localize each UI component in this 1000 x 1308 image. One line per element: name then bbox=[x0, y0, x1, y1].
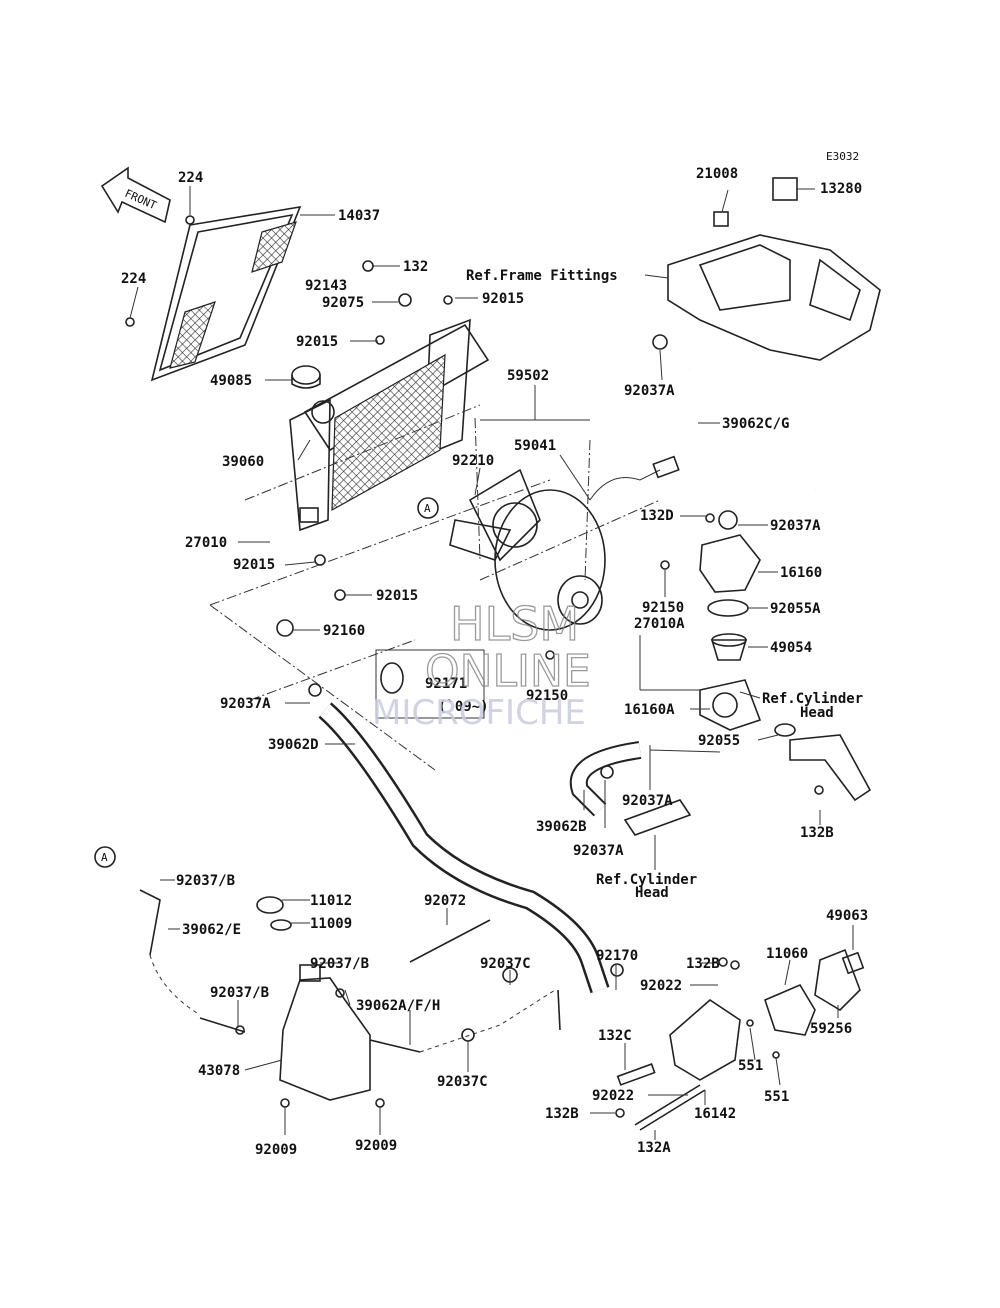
reserve-tank bbox=[256, 896, 371, 1101]
label-92055: 92055 bbox=[698, 733, 740, 749]
label-59256: 59256 bbox=[810, 1021, 852, 1037]
label-39062afh: 39062A/F/H bbox=[356, 998, 440, 1014]
label-551-b: 551 bbox=[764, 1089, 789, 1105]
label-92037c-2: 92037C bbox=[437, 1074, 488, 1090]
radiator-screen bbox=[150, 205, 302, 382]
label-92015-c: 92015 bbox=[233, 557, 275, 573]
label-92150-b: 92150 bbox=[526, 688, 568, 704]
label-132a: 132A bbox=[637, 1140, 671, 1156]
label-49085: 49085 bbox=[210, 373, 252, 389]
label-ref-cyl-2a: Ref.Cylinder bbox=[596, 872, 697, 888]
leader-lines bbox=[129, 186, 854, 1140]
label-132b-2: 132B bbox=[686, 956, 720, 972]
svg-text:MICROFICHE: MICROFICHE bbox=[372, 693, 586, 733]
ref-marker-a-2: A bbox=[94, 846, 116, 868]
label-21008: 21008 bbox=[696, 166, 738, 182]
label-92055a: 92055A bbox=[770, 601, 821, 617]
label-92037a-3: 92037A bbox=[770, 518, 821, 534]
label-92015-b: 92015 bbox=[296, 334, 338, 350]
label-27010: 27010 bbox=[185, 535, 227, 551]
label-11060: 11060 bbox=[766, 946, 808, 962]
label-132b-3: 132B bbox=[545, 1106, 579, 1122]
label-39060: 39060 bbox=[222, 454, 264, 470]
label-59041: 59041 bbox=[514, 438, 556, 454]
label-13280: 13280 bbox=[820, 181, 862, 197]
label-92037b-3: 92037/B bbox=[210, 985, 269, 1001]
svg-text:HLSM: HLSM bbox=[450, 597, 579, 651]
label-132d: 132D bbox=[640, 508, 674, 524]
label-11009: 11009 bbox=[310, 916, 352, 932]
label-92037a-5: 92037A bbox=[573, 843, 624, 859]
label-59502: 59502 bbox=[507, 368, 549, 384]
svg-text:A: A bbox=[424, 502, 431, 515]
thermostat-parts bbox=[699, 510, 796, 737]
label-ref-frame: Ref.Frame Fittings bbox=[466, 268, 618, 284]
label-92171: 92171 bbox=[425, 676, 467, 692]
radiator-cap bbox=[291, 365, 321, 389]
label-11012: 11012 bbox=[310, 893, 352, 909]
label-92022-a: 92022 bbox=[640, 978, 682, 994]
label-92075: 92075 bbox=[322, 295, 364, 311]
label-224-a: 224 bbox=[178, 170, 203, 186]
label-92170: 92170 bbox=[596, 948, 638, 964]
label-49054: 49054 bbox=[770, 640, 812, 656]
label-16160a: 16160A bbox=[624, 702, 675, 718]
front-arrow-icon: FRONT bbox=[100, 166, 171, 224]
label-16142: 16142 bbox=[694, 1106, 736, 1122]
ref-marker-a: A bbox=[417, 497, 439, 519]
svg-text:ONLINE: ONLINE bbox=[425, 646, 591, 697]
label-92015-d: 92015 bbox=[376, 588, 418, 604]
label-92037a-1: 92037A bbox=[220, 696, 271, 712]
label-14037: 14037 bbox=[338, 208, 380, 224]
label-132: 132 bbox=[403, 259, 428, 275]
part-labels: 224 14037 224 132 92143 92075 92015 9201… bbox=[121, 166, 868, 1158]
fan-assembly bbox=[449, 455, 680, 631]
label-92037c-1: 92037C bbox=[480, 956, 531, 972]
svg-text:A: A bbox=[101, 851, 108, 864]
label-92143: 92143 bbox=[305, 278, 347, 294]
fasteners bbox=[125, 215, 824, 1118]
watermark: HLSM ONLINE MICROFICHE bbox=[372, 596, 591, 733]
label-ref-cyl-2b: Head bbox=[635, 885, 669, 901]
label-92022-b: 92022 bbox=[592, 1088, 634, 1104]
label-92210: 92210 bbox=[452, 453, 494, 469]
label-92015-a: 92015 bbox=[482, 291, 524, 307]
frame-fittings bbox=[667, 177, 881, 361]
label-551-a: 551 bbox=[738, 1058, 763, 1074]
label-49063: 49063 bbox=[826, 908, 868, 924]
label-ref-cyl-1a: Ref.Cylinder bbox=[762, 691, 863, 707]
label-92037b-2: 92037/B bbox=[310, 956, 369, 972]
label-39062d: 39062D bbox=[268, 737, 319, 753]
label-92037a-2: 92037A bbox=[624, 383, 675, 399]
label-92072: 92072 bbox=[424, 893, 466, 909]
label-92037a-4: 92037A bbox=[622, 793, 673, 809]
label-92171-note: (`09~) bbox=[438, 699, 489, 715]
label-27010a: 27010A bbox=[634, 616, 685, 632]
label-39062b: 39062B bbox=[536, 819, 587, 835]
radiator bbox=[289, 318, 490, 532]
label-92037b-1: 92037/B bbox=[176, 873, 235, 889]
label-92150-a: 92150 bbox=[642, 600, 684, 616]
guide-lines bbox=[209, 404, 661, 771]
label-16160: 16160 bbox=[780, 565, 822, 581]
label-132c: 132C bbox=[598, 1028, 632, 1044]
label-39062cg: 39062C/G bbox=[722, 416, 789, 432]
label-ref-cyl-1b: Head bbox=[800, 705, 834, 721]
label-92009-b: 92009 bbox=[355, 1138, 397, 1154]
label-224-b: 224 bbox=[121, 271, 146, 287]
diagram-code: E3032 bbox=[826, 150, 859, 163]
label-132b-1: 132B bbox=[800, 825, 834, 841]
label-92009-a: 92009 bbox=[255, 1142, 297, 1158]
label-43078: 43078 bbox=[198, 1063, 240, 1079]
label-92160: 92160 bbox=[323, 623, 365, 639]
label-39062e: 39062/E bbox=[182, 922, 241, 938]
water-pump bbox=[616, 998, 741, 1131]
